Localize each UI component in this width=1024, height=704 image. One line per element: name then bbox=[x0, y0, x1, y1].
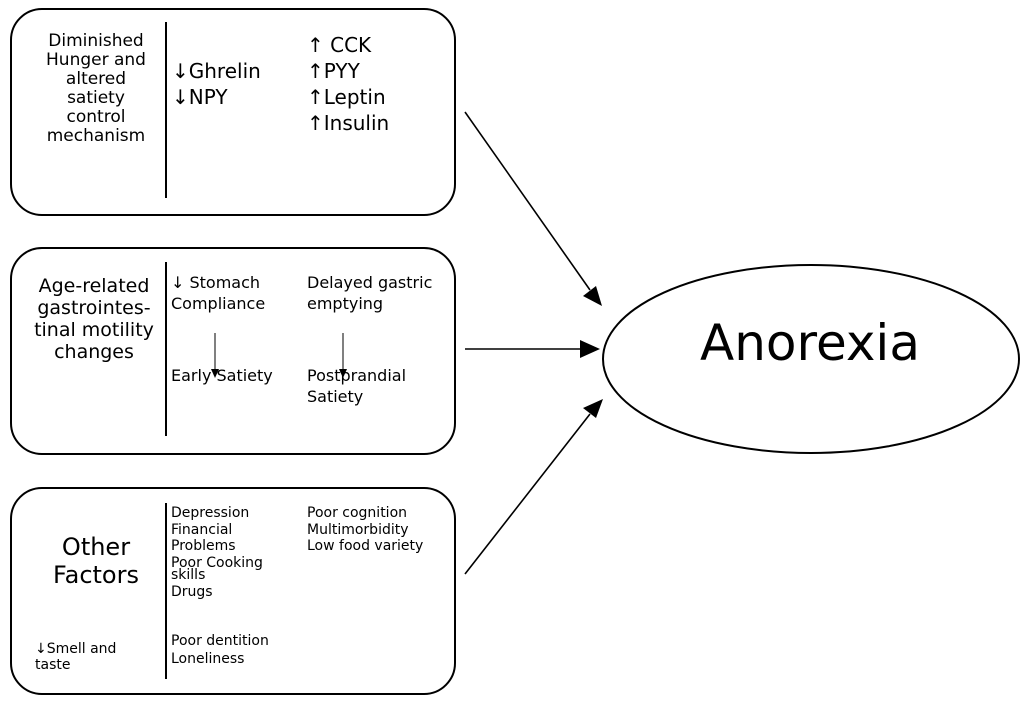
anorexia-label: Anorexia bbox=[700, 314, 920, 372]
hunger-satiety-title: Diminished Hunger and altered satiety co… bbox=[46, 31, 146, 147]
other-factors-box bbox=[10, 487, 456, 695]
early-satiety-label: Early Satiety bbox=[171, 366, 273, 385]
npy-label: ↓NPY bbox=[172, 85, 228, 109]
delayed-gastric-emptying-label: Delayed gastric emptying bbox=[307, 273, 433, 313]
arrowhead-early-satiety bbox=[211, 369, 219, 378]
hunger-increased-hormones: ↑ CCK ↑PYY ↑Leptin ↑Insulin bbox=[307, 32, 389, 136]
leptin-label: ↑Leptin bbox=[307, 85, 386, 109]
hunger-decreased-hormones: ↓Ghrelin ↓NPY bbox=[172, 58, 261, 110]
other-factors-list-1: Depression Financial Problems Poor Cooki… bbox=[171, 505, 263, 600]
cck-label: ↑ CCK bbox=[307, 33, 372, 57]
arrow-from-hunger-box bbox=[464, 111, 591, 291]
arrow-from-other-box bbox=[464, 413, 591, 575]
ghrelin-label: ↓Ghrelin bbox=[172, 59, 261, 83]
gi-motility-divider bbox=[165, 262, 167, 436]
hunger-satiety-divider bbox=[165, 22, 167, 198]
gi-motility-title: Age-related gastrointes- tinal motility … bbox=[34, 275, 154, 363]
smell-taste-label: ↓Smell and taste bbox=[35, 641, 117, 674]
postprandial-satiety-label: Postprandial Satiety bbox=[307, 366, 407, 406]
other-factors-list-3: Poor cognition Multimorbidity Low food v… bbox=[307, 505, 424, 555]
stomach-compliance-label: ↓ Stomach Compliance bbox=[171, 273, 266, 313]
other-factors-divider bbox=[165, 503, 167, 679]
arrow-head-hunger bbox=[583, 286, 602, 306]
arrow-head-gi bbox=[580, 340, 600, 358]
other-factors-title: Other Factors bbox=[53, 533, 139, 589]
insulin-label: ↑Insulin bbox=[307, 111, 390, 135]
arrowhead-postprandial bbox=[339, 369, 347, 378]
other-factors-list-2: Poor dentition Loneliness bbox=[171, 633, 269, 667]
anorexia-ellipse bbox=[602, 264, 1020, 454]
arrow-head-other bbox=[583, 399, 603, 418]
gi-motility-box bbox=[10, 247, 456, 455]
hunger-satiety-box bbox=[10, 8, 456, 216]
pyy-label: ↑PYY bbox=[307, 59, 360, 83]
